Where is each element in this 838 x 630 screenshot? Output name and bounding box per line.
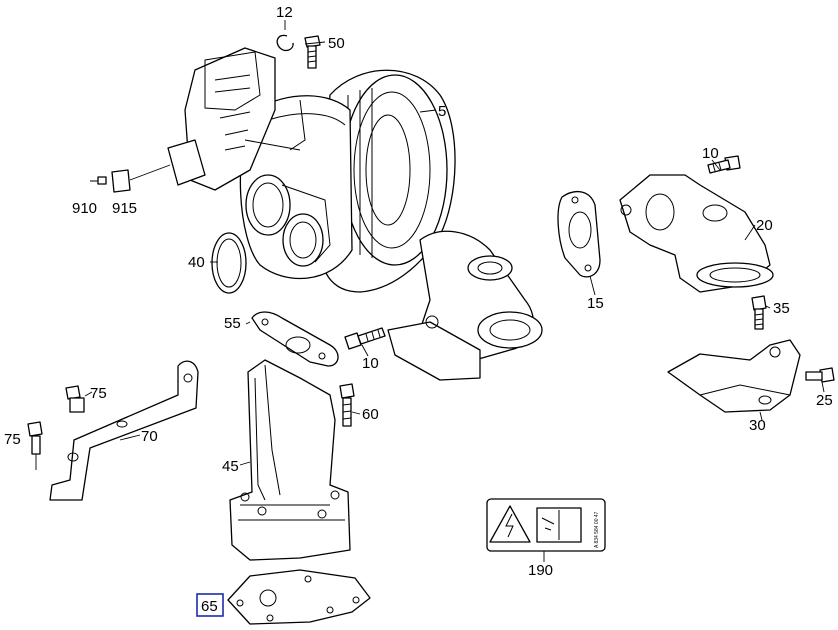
bolt-part-10-lower[interactable] bbox=[344, 327, 386, 350]
callout-65-highlight-box bbox=[196, 593, 224, 617]
turbocharger-part-5[interactable] bbox=[167, 47, 543, 381]
callout-915: 915 bbox=[112, 200, 137, 217]
label-190-code: A 834 584 00 47 bbox=[594, 511, 600, 548]
callout-75-lower: 75 bbox=[4, 431, 21, 448]
callout-65[interactable]: 65 bbox=[201, 598, 218, 615]
callout-45: 45 bbox=[222, 458, 239, 475]
bolt-part-60[interactable] bbox=[339, 383, 355, 427]
callout-25: 25 bbox=[816, 392, 833, 409]
callout-35: 35 bbox=[773, 300, 790, 317]
gasket-part-65[interactable] bbox=[227, 569, 371, 625]
bolt-part-75-lower[interactable] bbox=[27, 421, 43, 470]
gasket-part-55[interactable] bbox=[251, 311, 339, 367]
warning-label-part-190[interactable]: A 834 584 00 47 bbox=[486, 498, 606, 552]
callout-40: 40 bbox=[188, 254, 205, 271]
callout-910: 910 bbox=[72, 200, 97, 217]
callout-50: 50 bbox=[328, 35, 345, 52]
callout-20: 20 bbox=[756, 217, 773, 234]
bolt-part-25[interactable] bbox=[805, 367, 835, 383]
callout-70: 70 bbox=[141, 428, 158, 445]
callout-60: 60 bbox=[362, 406, 379, 423]
gasket-part-15[interactable] bbox=[557, 190, 601, 278]
lightning-warning-icon bbox=[489, 505, 531, 543]
callout-10-upper: 10 bbox=[702, 145, 719, 162]
circlip-part-12[interactable] bbox=[276, 20, 294, 52]
support-part-45[interactable] bbox=[229, 359, 351, 561]
bracket-part-30[interactable] bbox=[667, 339, 801, 413]
callout-75-upper: 75 bbox=[90, 385, 107, 402]
callout-5: 5 bbox=[438, 103, 446, 120]
exhaust-elbow-part-20[interactable] bbox=[619, 174, 774, 293]
callout-30: 30 bbox=[749, 417, 766, 434]
callout-190: 190 bbox=[528, 562, 553, 579]
bolt-part-10-upper[interactable] bbox=[707, 155, 741, 174]
callout-12: 12 bbox=[276, 4, 293, 21]
callout-55: 55 bbox=[224, 315, 241, 332]
bolt-part-50[interactable] bbox=[304, 35, 321, 69]
connector-part-915[interactable] bbox=[90, 164, 171, 193]
callout-15: 15 bbox=[587, 295, 604, 312]
bolt-part-35[interactable] bbox=[751, 295, 767, 330]
o-ring-part-40[interactable] bbox=[211, 232, 247, 294]
bracket-part-70[interactable] bbox=[49, 360, 199, 501]
callout-10-lower: 10 bbox=[362, 355, 379, 372]
bolt-part-75-upper[interactable] bbox=[65, 385, 93, 413]
